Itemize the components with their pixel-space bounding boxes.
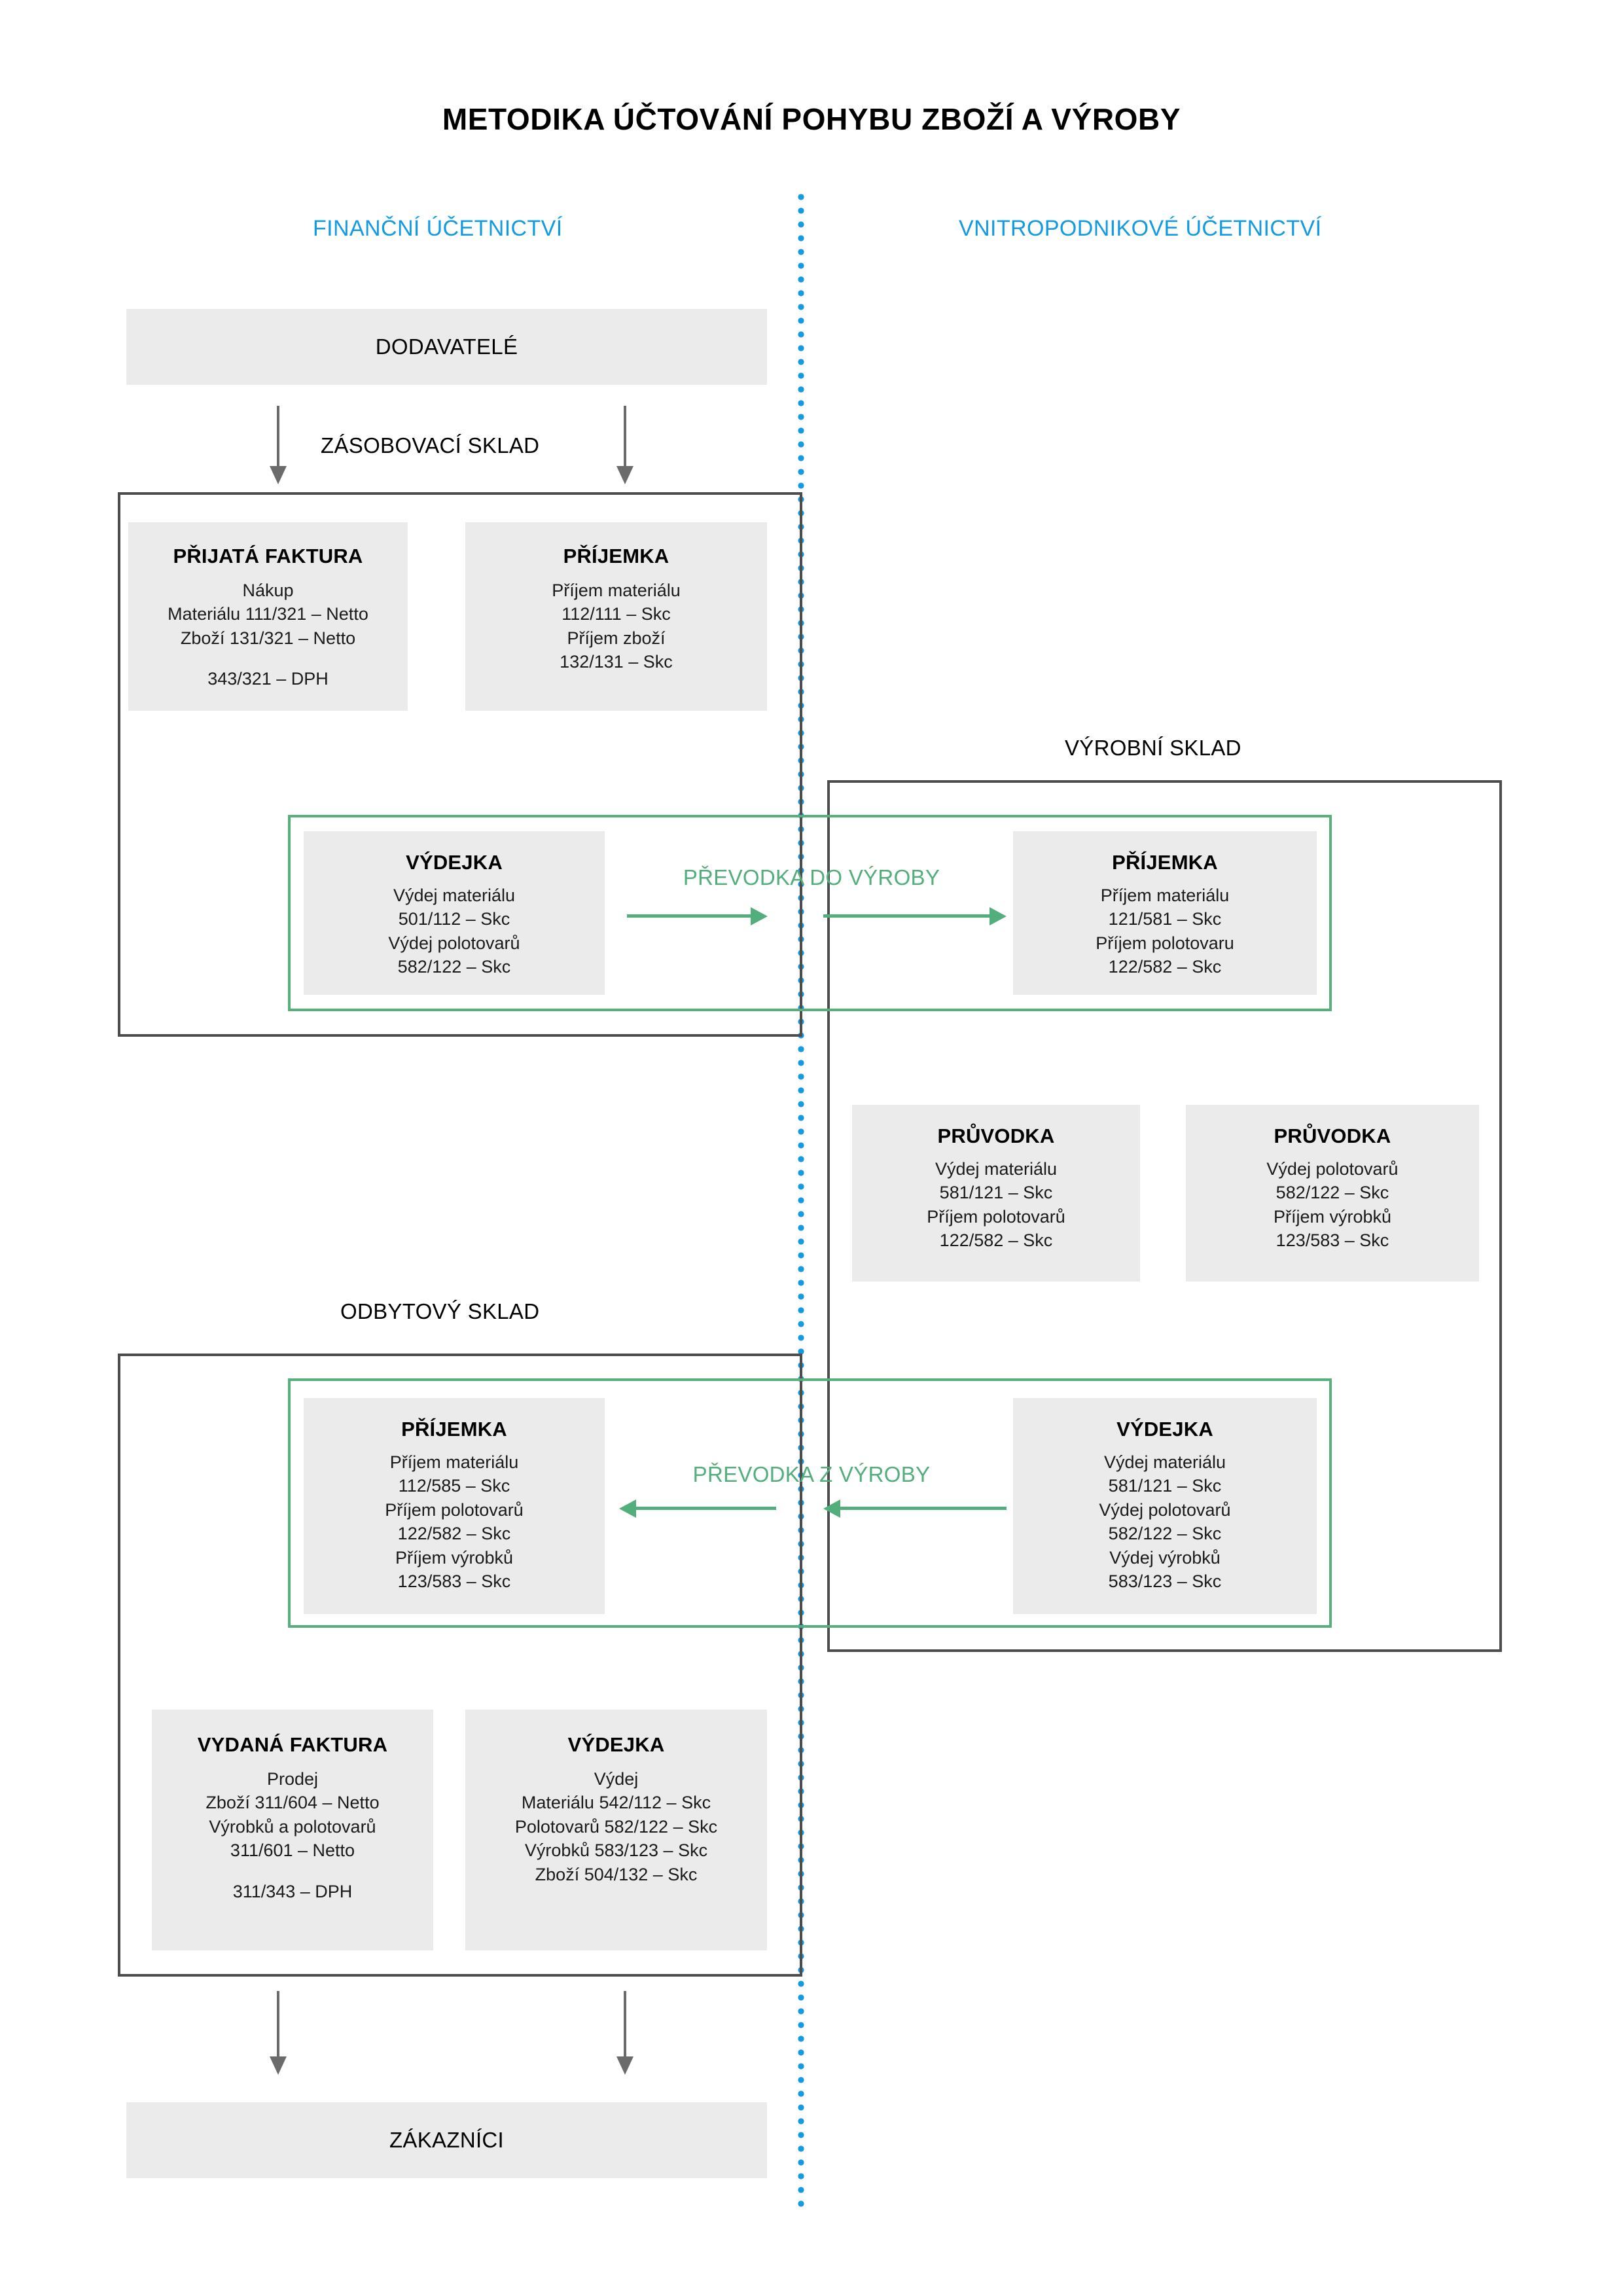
card-prijemka-from-production: PŘÍJEMKA Příjem materiálu 112/585 – Skc … bbox=[304, 1398, 605, 1614]
arrow-transfer-from-production-2 bbox=[823, 1499, 1007, 1518]
card-line: Příjem materiálu bbox=[1100, 886, 1230, 905]
card-line: Výrobků a polotovarů bbox=[209, 1816, 376, 1837]
card-line: Výdej materiálu bbox=[393, 886, 516, 905]
card-vydejka-to-production: VÝDEJKA Výdej materiálu 501/112 – Skc Vý… bbox=[304, 831, 605, 995]
arrow-issue-to-customer bbox=[615, 1991, 635, 2076]
frame-supply-warehouse bbox=[118, 492, 802, 1037]
card-line: Příjem materiálu bbox=[389, 1452, 519, 1472]
card-title: VÝDEJKA bbox=[406, 851, 503, 874]
label-prevodka-z-vyroby: PŘEVODKA Z VÝROBY bbox=[692, 1462, 931, 1486]
frame-sales-warehouse bbox=[118, 1354, 802, 1977]
customers-label: ZÁKAZNÍCI bbox=[389, 2128, 505, 2152]
frame-production-warehouse bbox=[827, 780, 1502, 1652]
card-line: 123/583 – Skc bbox=[397, 1571, 511, 1592]
card-title: PŘÍJEMKA bbox=[563, 545, 669, 567]
card-title: PŘÍJEMKA bbox=[401, 1418, 507, 1441]
card-line: Zboží 504/132 – Skc bbox=[535, 1864, 698, 1884]
card-line: 582/122 – Skc bbox=[1275, 1183, 1389, 1203]
card-line: Příjem výrobků bbox=[1273, 1206, 1392, 1227]
card-line: Výdej materiálu bbox=[1103, 1452, 1226, 1472]
card-line: Výrobků 583/123 – Skc bbox=[524, 1840, 708, 1861]
green-frame-transfer-to-production bbox=[288, 815, 1332, 1011]
column-title-internal: VNITROPODNIKOVÉ ÚČETNICTVÍ bbox=[959, 216, 1322, 241]
card-pruvodka-2: PRŮVODKA Výdej polotovarů 582/122 – Skc … bbox=[1186, 1105, 1479, 1282]
card-line: Nákup bbox=[242, 581, 294, 600]
card-line: 311/343 – DPH bbox=[232, 1881, 353, 1901]
card-line: 581/121 – Skc bbox=[1108, 1476, 1222, 1496]
arrow-supplier-to-invoice bbox=[268, 406, 288, 484]
card-line: 311/601 – Netto bbox=[230, 1840, 355, 1861]
suppliers-label: DODAVATELÉ bbox=[375, 334, 518, 359]
card-prijemka-supply: PŘÍJEMKA Příjem materiálu 112/111 – Skc … bbox=[465, 522, 767, 711]
card-title: VYDANÁ FAKTURA bbox=[197, 1733, 388, 1756]
card-line: 123/583 – Skc bbox=[1275, 1230, 1389, 1251]
card-line: Výdej výrobků bbox=[1109, 1547, 1221, 1568]
card-line: Výdej polotovarů bbox=[388, 933, 520, 953]
card-line: 132/131 – Skc bbox=[560, 652, 673, 672]
card-line: 583/123 – Skc bbox=[1108, 1571, 1222, 1592]
card-line: 582/122 – Skc bbox=[1108, 1524, 1222, 1544]
card-line: 582/122 – Skc bbox=[397, 957, 511, 977]
card-line: Polotovarů 582/122 – Skc bbox=[514, 1816, 718, 1837]
card-line: 121/581 – Skc bbox=[1108, 909, 1222, 929]
card-line: Příjem polotovarů bbox=[385, 1499, 524, 1520]
card-line: Zboží 311/604 – Netto bbox=[205, 1793, 380, 1813]
card-line: Materiálu 111/321 – Netto bbox=[168, 604, 368, 624]
card-line: Materiálu 542/112 – Skc bbox=[521, 1793, 711, 1813]
card-line: Příjem polotovaru bbox=[1096, 933, 1234, 953]
card-line: Příjem výrobků bbox=[395, 1547, 514, 1568]
card-line: 343/321 – DPH bbox=[207, 669, 329, 689]
arrow-invoice-to-customer bbox=[268, 1991, 288, 2076]
card-line: 501/112 – Skc bbox=[398, 909, 510, 929]
column-title-financial: FINANČNÍ ÚČETNICTVÍ bbox=[313, 216, 563, 241]
card-line: Prodej bbox=[266, 1769, 319, 1789]
customers-banner: ZÁKAZNÍCI bbox=[126, 2102, 767, 2178]
arrow-transfer-to-production-1 bbox=[627, 906, 768, 925]
card-line: Zboží 131/321 – Netto bbox=[180, 628, 356, 648]
card-line: 112/585 – Skc bbox=[398, 1476, 510, 1496]
card-pruvodka-1: PRŮVODKA Výdej materiálu 581/121 – Skc P… bbox=[852, 1105, 1140, 1282]
green-frame-transfer-from-production bbox=[288, 1378, 1332, 1628]
card-line: Výdej bbox=[594, 1769, 639, 1789]
arrow-transfer-from-production-1 bbox=[619, 1499, 776, 1518]
card-line: 581/121 – Skc bbox=[939, 1183, 1053, 1203]
card-vydejka-from-production: VÝDEJKA Výdej materiálu 581/121 – Skc Vý… bbox=[1013, 1398, 1317, 1614]
card-title: PŘÍJEMKA bbox=[1112, 851, 1218, 874]
card-line: 122/582 – Skc bbox=[1108, 957, 1222, 977]
card-line: Příjem zboží bbox=[567, 628, 666, 648]
column-divider-dotted-line bbox=[798, 194, 804, 2214]
card-line: 122/582 – Skc bbox=[397, 1524, 511, 1544]
card-line: 112/111 – Skc bbox=[562, 604, 671, 624]
card-line: Výdej polotovarů bbox=[1099, 1499, 1231, 1520]
label-zasobovaci-sklad: ZÁSOBOVACÍ SKLAD bbox=[321, 433, 540, 457]
label-prevodka-do-vyroby: PŘEVODKA DO VÝROBY bbox=[683, 865, 940, 889]
card-title: VÝDEJKA bbox=[567, 1733, 665, 1756]
label-vyrobni-sklad: VÝROBNÍ SKLAD bbox=[1065, 736, 1241, 760]
arrow-supplier-to-receipt bbox=[615, 406, 635, 484]
card-line: Příjem materiálu bbox=[552, 581, 681, 600]
card-title: PŘIJATÁ FAKTURA bbox=[173, 545, 363, 567]
card-title: PRŮVODKA bbox=[1274, 1124, 1391, 1147]
card-line: Výdej materiálu bbox=[935, 1159, 1058, 1179]
card-title: VÝDEJKA bbox=[1116, 1418, 1213, 1441]
card-prijata-faktura: PŘIJATÁ FAKTURA Nákup Materiálu 111/321 … bbox=[128, 522, 408, 711]
card-prijemka-to-production: PŘÍJEMKA Příjem materiálu 121/581 – Skc … bbox=[1013, 831, 1317, 995]
card-title: PRŮVODKA bbox=[937, 1124, 1055, 1147]
card-vydejka-sales: VÝDEJKA Výdej Materiálu 542/112 – Skc Po… bbox=[465, 1710, 767, 1950]
suppliers-banner: DODAVATELÉ bbox=[126, 309, 767, 385]
page-title: METODIKA ÚČTOVÁNÍ POHYBU ZBOŽÍ A VÝROBY bbox=[442, 102, 1181, 136]
label-odbytovy-sklad: ODBYTOVÝ SKLAD bbox=[340, 1299, 540, 1323]
card-line: Výdej polotovarů bbox=[1266, 1159, 1399, 1179]
card-line: 122/582 – Skc bbox=[939, 1230, 1053, 1251]
card-vydana-faktura: VYDANÁ FAKTURA Prodej Zboží 311/604 – Ne… bbox=[152, 1710, 433, 1950]
card-line: Příjem polotovarů bbox=[927, 1206, 1065, 1227]
arrow-transfer-to-production-2 bbox=[823, 906, 1007, 925]
